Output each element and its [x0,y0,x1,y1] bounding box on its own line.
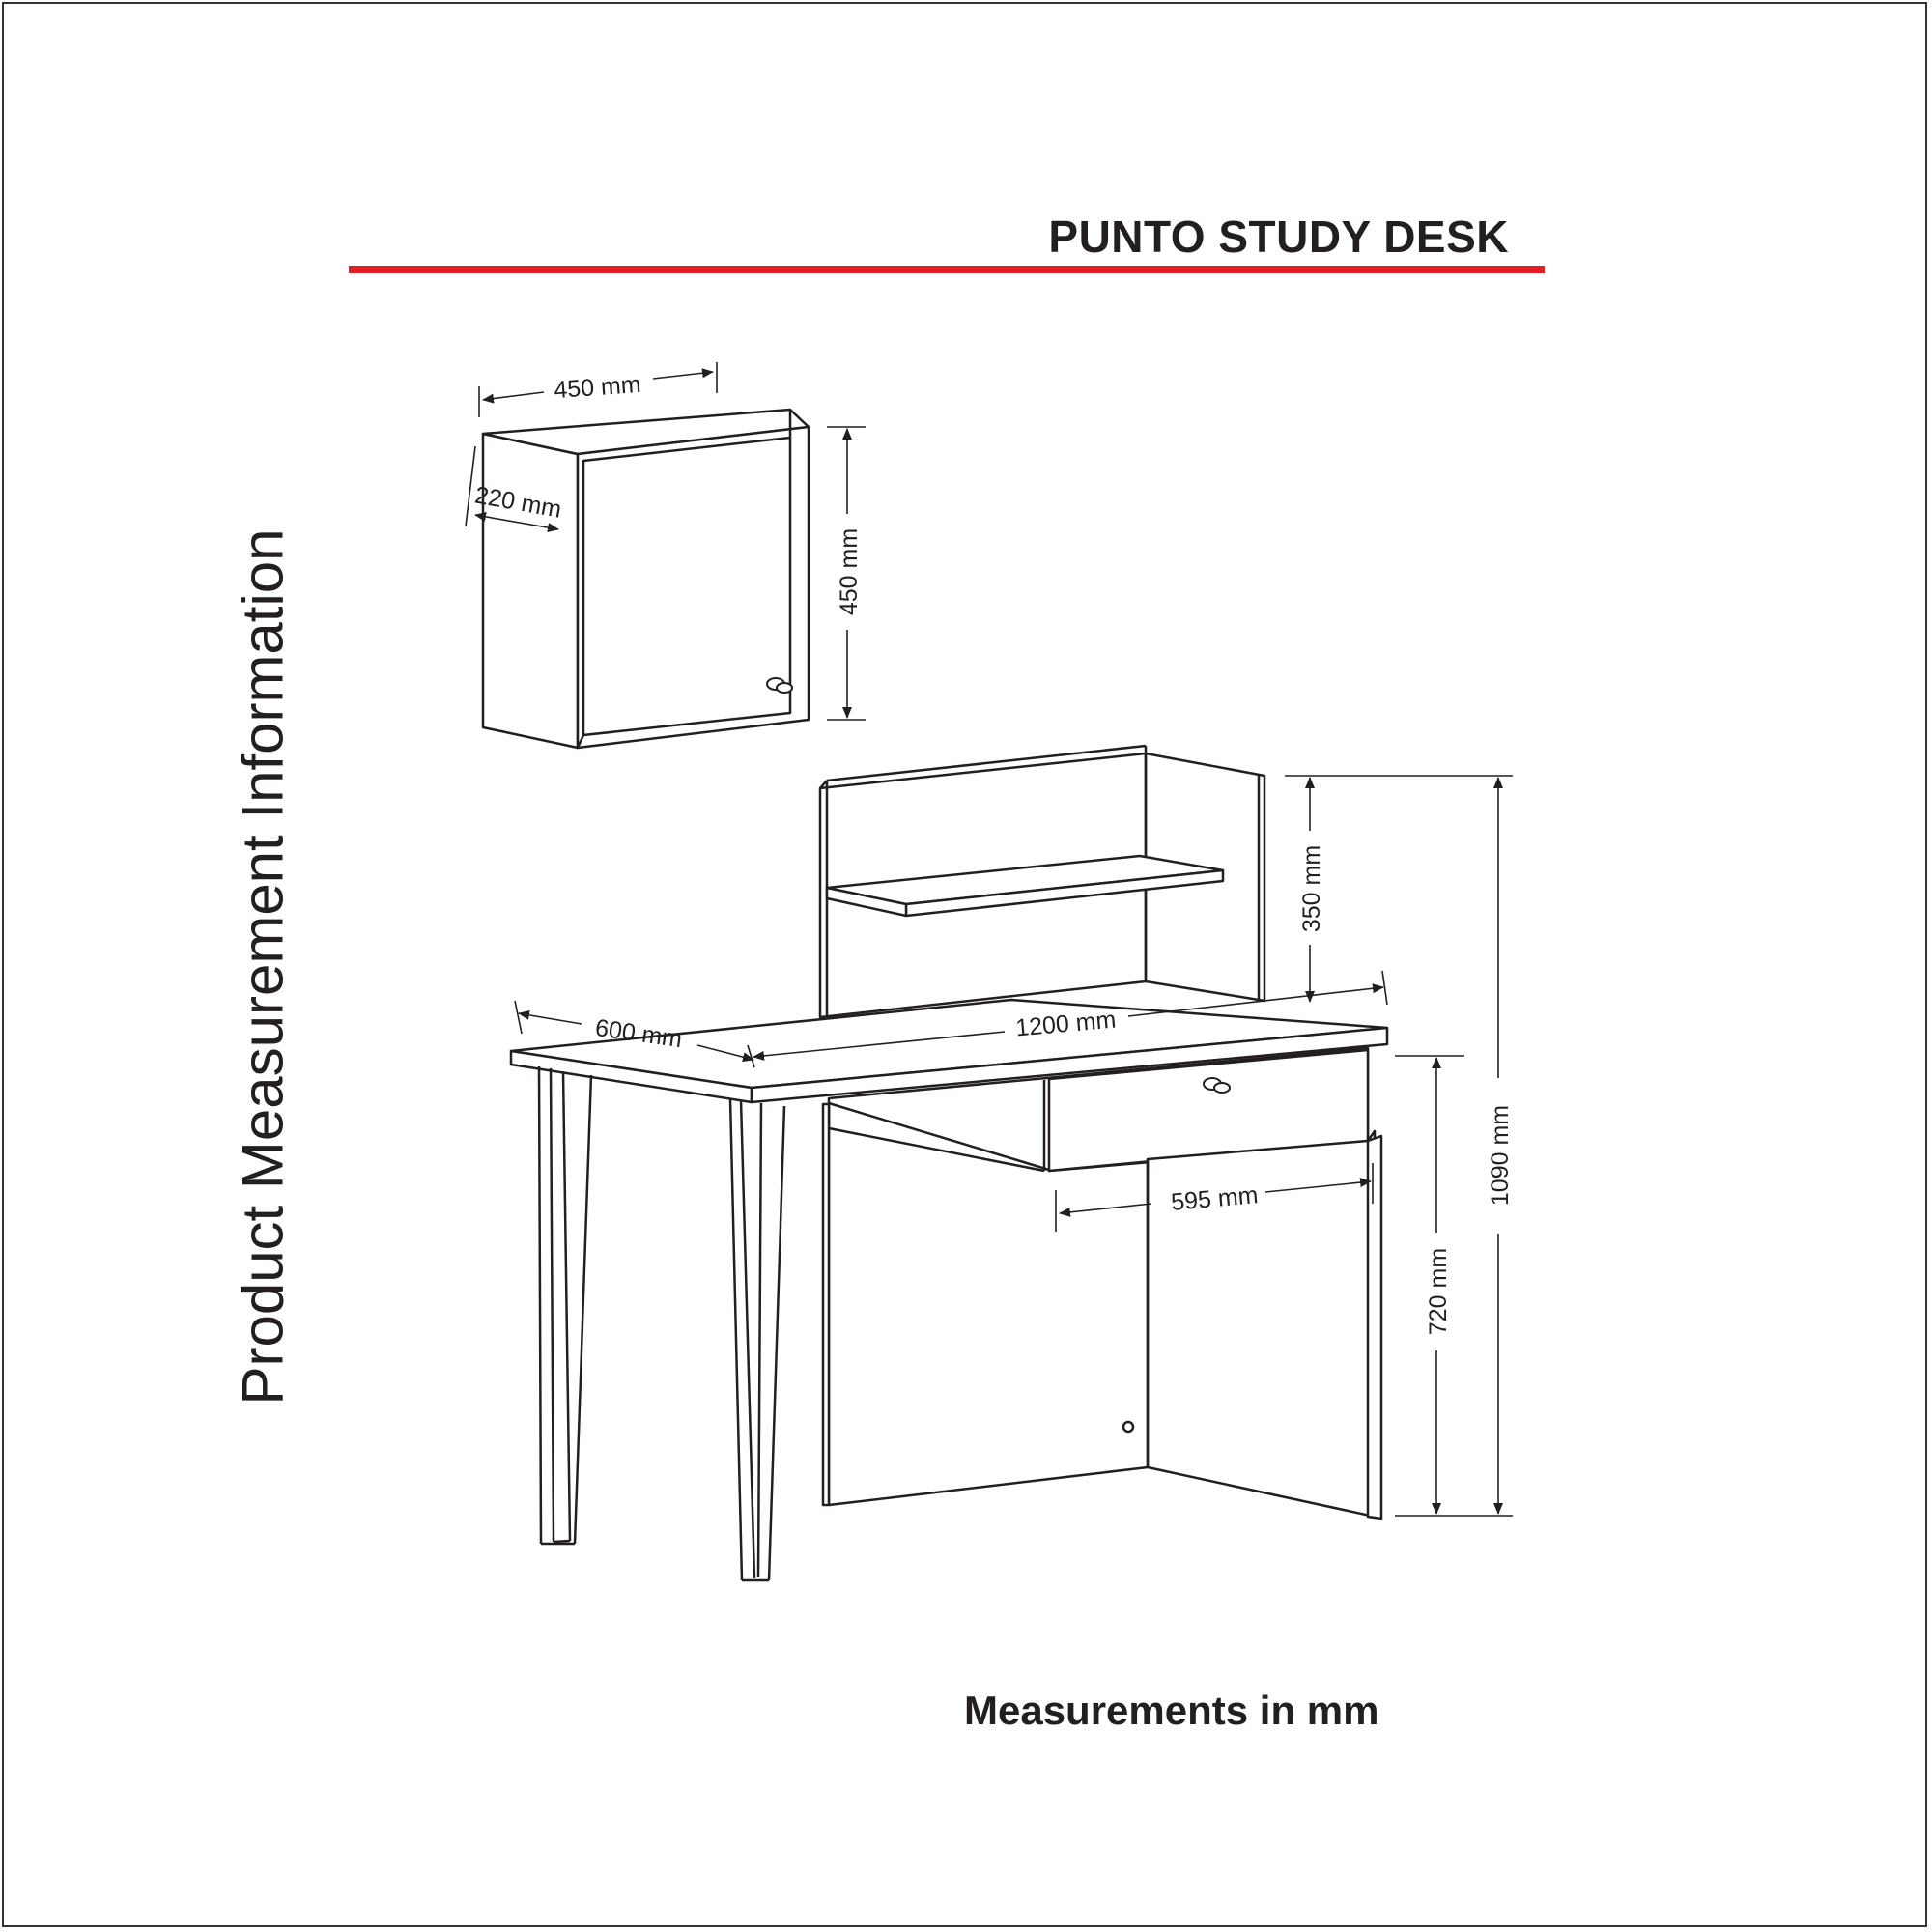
cabinet-width-label: 450 mm [553,371,641,404]
desk-leg-right [728,1097,786,1582]
desk-height-label: 720 mm [1425,1248,1452,1335]
drawer-width-dimension [1055,1163,1374,1232]
cabinet-height-dimension [827,426,866,721]
cabinet-depth-dimension [465,445,559,533]
hutch-height-dimension [1285,775,1513,1003]
hutch-height-label: 350 mm [1298,845,1325,932]
units-note: Measurements in mm [964,1688,1379,1733]
product-title: PUNTO STUDY DESK [1048,212,1509,262]
cabinet-width-dimension [478,362,718,417]
title-underline [349,266,1545,273]
cabinet-height-label: 450 mm [836,528,863,615]
wall-cabinet [481,408,810,750]
cabinet-handle-icon [766,677,793,694]
cabinet-side-panel [481,432,580,750]
desk-leg-left [537,1065,593,1546]
desk-back-panel [821,1102,831,1507]
total-height-label: 1090 mm [1487,1105,1514,1206]
desk-depth-dimension [514,1000,755,1068]
cabinet-front-frame [576,425,810,750]
desk-height-dimension [1395,1055,1513,1517]
desk-width-dimension [753,970,1388,1061]
drawer-handle-icon [1203,1077,1231,1094]
desk [509,744,1389,1582]
cable-hole-icon [1122,1420,1135,1434]
cabinet-door [582,436,792,737]
